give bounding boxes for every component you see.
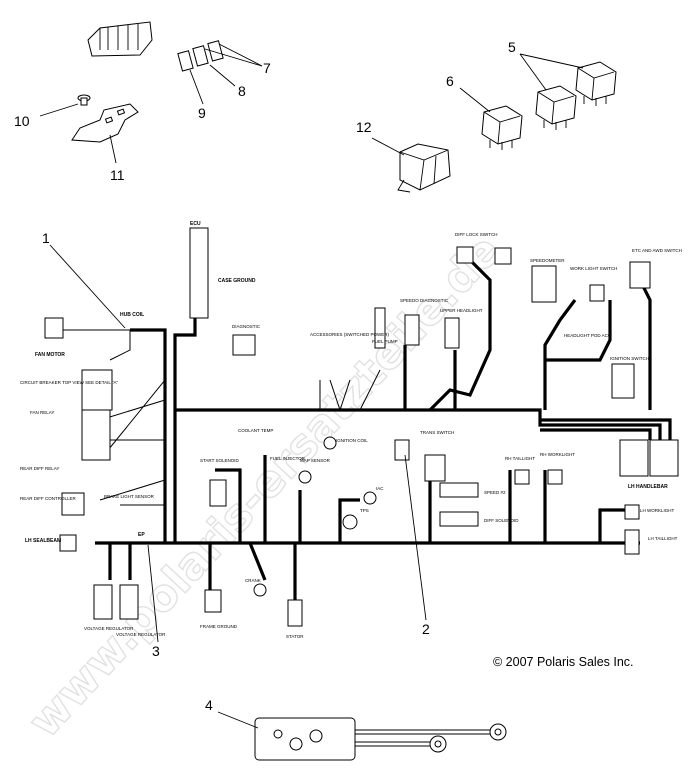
connectors <box>44 246 679 627</box>
relay-part-6 <box>459 87 523 150</box>
label-rear-diff: REAR DIFF RELAY <box>20 466 59 471</box>
label-upper-headlight: UPPER HEADLIGHT <box>440 308 483 313</box>
label-lh-worklight: LH WORKLIGHT <box>640 508 675 513</box>
label-fuel-injector: FUEL INJECTOR <box>270 456 306 461</box>
label-headlight-pod: HEADLIGHT POD ACC <box>564 333 612 338</box>
callout-5: 5 <box>508 39 516 55</box>
callout-1: 1 <box>42 230 50 246</box>
label-tps: TPS <box>360 508 369 513</box>
callout-10: 10 <box>14 113 30 129</box>
label-ep: EP <box>138 532 145 538</box>
label-rh-worklight: RH WORKLIGHT <box>540 452 575 457</box>
label-ignition-coil: IGNITION COIL <box>336 438 368 443</box>
callout-8: 8 <box>238 83 246 99</box>
label-fan-relay: FAN RELAY <box>30 410 54 415</box>
label-rear-diff-controller: REAR DIFF CONTROLLER <box>20 496 77 501</box>
label-speedometer: SPEEDOMETER <box>530 258 565 263</box>
screw-part <box>39 94 91 117</box>
label-crank: CRANK <box>245 578 261 583</box>
callout-12: 12 <box>356 119 372 135</box>
label-case-ground: CASE GROUND <box>218 278 256 284</box>
label-lh-sealbeam: LH SEALBEAM <box>25 538 61 544</box>
label-diagnostic: DIAGNOSTIC <box>232 324 261 329</box>
label-work-light-switch: WORK LIGHT SWITCH <box>570 266 617 271</box>
label-circuit-breaker: CIRCUIT BREAKER TOP VIEW SEE DETAIL "A" <box>20 380 119 385</box>
label-lh-taillight: LH TAILLIGHT <box>648 536 678 541</box>
label-iac: IAC <box>376 486 384 491</box>
label-start-solenoid: START SOLENOID <box>200 458 240 463</box>
label-rh-taillight: RH TAILLIGHT <box>505 456 535 461</box>
relay-part-5a <box>575 61 617 106</box>
fuses-part <box>177 40 263 105</box>
label-accessories: ACCESSORIES (SWITCHED POWER) <box>310 332 390 337</box>
label-frame-ground: FRAME GROUND <box>200 624 238 629</box>
callout-9: 9 <box>198 105 206 121</box>
callout-4: 4 <box>205 697 213 713</box>
label-speed-2: SPEED #2 <box>484 490 506 495</box>
label-diff-solenoid: DIFF SOLENOID <box>484 518 519 523</box>
callout-2: 2 <box>422 621 430 637</box>
label-coolant-temp: COOLANT TEMP <box>238 428 273 433</box>
label-voltage-regulator-1: VOLTAGE REGULATOR <box>84 626 134 631</box>
label-lh-handlebar: LH HANDLEBAR <box>628 484 668 490</box>
callout-7: 7 <box>263 60 271 76</box>
relay-part-5b <box>535 85 577 130</box>
label-speedo-diagnostic: SPEEDO DIAGNOSTIC <box>400 298 449 303</box>
main-harness <box>60 227 672 600</box>
callout-11: 11 <box>110 167 125 183</box>
label-map-sensor: MAP SENSOR <box>300 458 331 463</box>
label-brake-light: BRAKE LIGHT SENSOR <box>104 494 155 499</box>
label-stator: STATOR <box>286 634 304 639</box>
label-fuel-pump: FUEL PUMP <box>372 339 398 344</box>
relay-part-12 <box>371 137 451 193</box>
callout-3: 3 <box>152 643 160 659</box>
callout-6: 6 <box>446 73 454 89</box>
label-ecu: ECU <box>190 221 201 227</box>
fuse-block-part <box>87 21 153 57</box>
label-etc-awd: ETC AND AWD SWITCH <box>632 248 682 253</box>
ground-strap-part <box>217 711 507 761</box>
label-diff-lock: DIFF LOCK SWITCH <box>455 232 498 237</box>
label-fan-motor: FAN MOTOR <box>35 352 65 358</box>
copyright-text: © 2007 Polaris Sales Inc. <box>493 655 634 669</box>
bracket-part <box>71 103 139 164</box>
label-voltage-regulator-2: VOLTAGE REGULATOR <box>116 632 166 637</box>
label-trans-switch: TRANS SWITCH <box>420 430 454 435</box>
label-hub-coil: HUB COIL <box>120 312 144 318</box>
label-ignition-switch: IGNITION SWITCH <box>610 356 649 361</box>
